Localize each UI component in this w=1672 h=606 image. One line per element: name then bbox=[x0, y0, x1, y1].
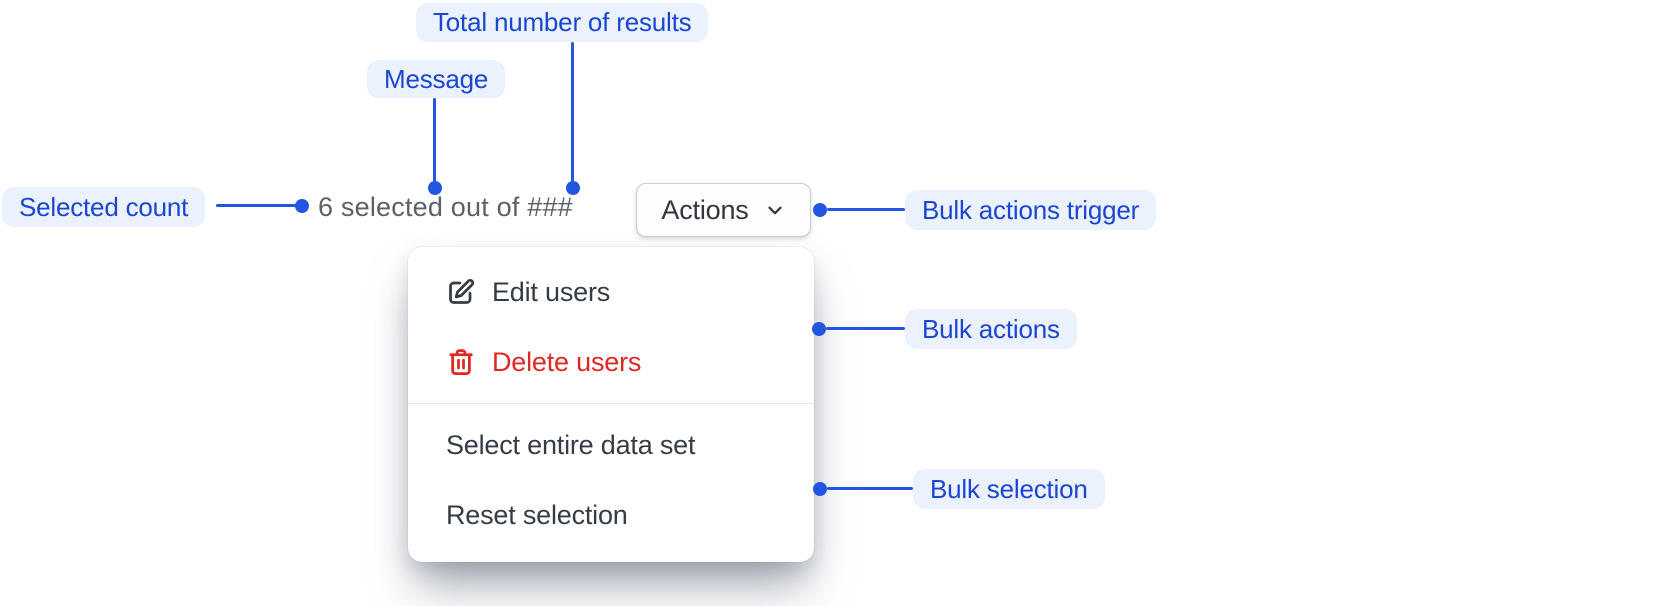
bulk-actions-menu: Edit users Delete users Select entire da… bbox=[408, 247, 814, 562]
connector-dot-bulk-actions-trigger bbox=[813, 203, 827, 217]
connector-line-message bbox=[433, 98, 436, 183]
annotation-bulk-actions: Bulk actions bbox=[905, 309, 1077, 349]
connector-line-bulk-actions-trigger bbox=[827, 208, 905, 211]
connector-dot-total-results bbox=[566, 181, 580, 195]
menu-item-label: Reset selection bbox=[446, 499, 628, 530]
connector-line-bulk-actions bbox=[826, 327, 905, 330]
menu-item-label: Select entire data set bbox=[446, 429, 696, 460]
annotation-total-results: Total number of results bbox=[416, 3, 709, 42]
connector-dot-bulk-actions bbox=[812, 322, 826, 336]
annotation-message: Message bbox=[367, 60, 506, 98]
menu-divider bbox=[408, 403, 814, 404]
connector-line-bulk-selection bbox=[827, 487, 913, 490]
menu-item-label: Edit users bbox=[492, 276, 611, 307]
connector-dot-bulk-selection bbox=[813, 482, 827, 496]
menu-item-delete-users[interactable]: Delete users bbox=[408, 327, 814, 397]
trash-icon bbox=[446, 347, 476, 377]
annotation-bulk-actions-trigger: Bulk actions trigger bbox=[905, 190, 1157, 230]
selected-count-message: 6 selected out of ### bbox=[318, 192, 573, 222]
menu-item-select-entire-data-set[interactable]: Select entire data set bbox=[408, 410, 814, 480]
menu-item-edit-users[interactable]: Edit users bbox=[408, 257, 814, 327]
menu-item-label: Delete users bbox=[492, 346, 642, 377]
edit-icon bbox=[446, 277, 476, 307]
menu-item-reset-selection[interactable]: Reset selection bbox=[408, 480, 814, 550]
connector-line-selected-count bbox=[216, 204, 296, 207]
actions-button-label: Actions bbox=[661, 194, 749, 225]
connector-line-total-results bbox=[571, 42, 574, 183]
bulk-actions-trigger-button[interactable]: Actions bbox=[636, 183, 811, 237]
annotation-selected-count: Selected count bbox=[2, 187, 206, 227]
annotation-bulk-selection: Bulk selection bbox=[913, 469, 1105, 509]
chevron-down-icon bbox=[764, 199, 786, 221]
connector-dot-message bbox=[428, 181, 442, 195]
connector-dot-selected-count bbox=[295, 199, 309, 213]
